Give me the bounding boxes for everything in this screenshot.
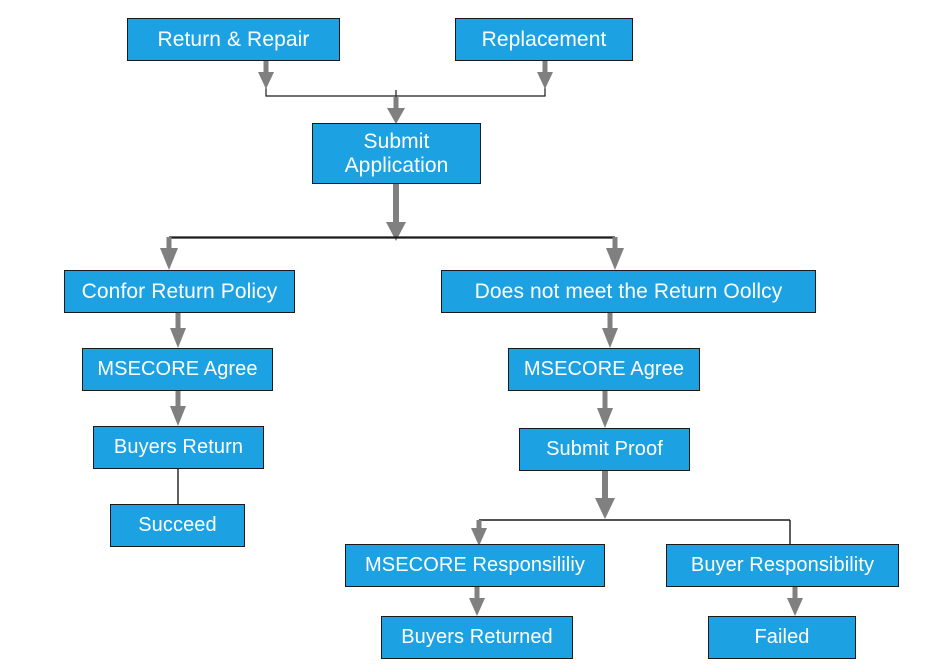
node-return-repair[interactable]: Return & Repair <box>127 18 340 61</box>
node-label: Buyers Return <box>113 436 244 459</box>
edge-msecore-agree-right-to-submit-proof <box>597 391 613 428</box>
node-label: Buyer Responsibility <box>690 554 875 577</box>
node-label: MSECORE Agree <box>523 358 685 381</box>
node-buyers-return[interactable]: Buyers Return <box>93 426 264 469</box>
node-failed[interactable]: Failed <box>708 616 856 659</box>
edge-buyer-responsibility-to-failed <box>787 587 803 616</box>
edge-replacement-to-merge <box>537 61 553 89</box>
node-confor-return-policy[interactable]: Confor Return Policy <box>64 270 295 313</box>
node-label: Submit Proof <box>546 438 663 461</box>
node-msecore-agree-right[interactable]: MSECORE Agree <box>508 348 700 391</box>
edge-top-merge-rail <box>265 61 546 97</box>
node-label: Succeed <box>138 514 217 537</box>
node-label: MSECORE Responsililiy <box>365 554 585 577</box>
node-submit-proof[interactable]: Submit Proof <box>519 428 690 471</box>
node-replacement[interactable]: Replacement <box>455 18 633 61</box>
node-msecore-agree-left[interactable]: MSECORE Agree <box>82 348 273 391</box>
node-submit-application[interactable]: Submit Application <box>312 123 481 184</box>
node-label: Return & Repair <box>157 27 310 51</box>
node-msecore-responsibility[interactable]: MSECORE Responsililiy <box>345 544 605 587</box>
edge-return-repair-to-merge <box>258 61 274 89</box>
node-succeed[interactable]: Succeed <box>110 504 245 547</box>
edge-confor-to-msecore-agree-left <box>170 313 186 348</box>
edge-msecore-responsibility-to-buyers-returned <box>469 587 485 616</box>
node-label: Submit Application <box>344 129 449 177</box>
node-label: Does not meet the Return Oollcy <box>474 279 783 303</box>
edge-policy-split-rail <box>168 237 616 239</box>
node-label: MSECORE Agree <box>97 358 258 381</box>
node-label: Confor Return Policy <box>81 279 278 303</box>
edge-submit-proof-to-responsibility-split <box>595 471 615 519</box>
edge-msecore-agree-left-to-buyers-return <box>170 391 186 426</box>
edge-split-to-does-not-meet-policy <box>606 237 624 270</box>
edge-does-not-meet-to-msecore-agree-right <box>602 313 618 348</box>
edge-submit-application-to-split <box>386 184 406 241</box>
edge-split-to-msecore-responsibility <box>471 520 487 546</box>
edge-merge-to-submit-application <box>387 90 405 124</box>
node-does-not-meet-return-policy[interactable]: Does not meet the Return Oollcy <box>441 270 816 313</box>
node-buyer-responsibility[interactable]: Buyer Responsibility <box>666 544 899 587</box>
node-label: Replacement <box>481 27 607 51</box>
node-buyers-returned[interactable]: Buyers Returned <box>381 616 573 659</box>
node-label: Buyers Returned <box>401 626 553 649</box>
node-label: Failed <box>754 626 810 649</box>
edge-split-to-confor-return-policy <box>160 237 178 270</box>
